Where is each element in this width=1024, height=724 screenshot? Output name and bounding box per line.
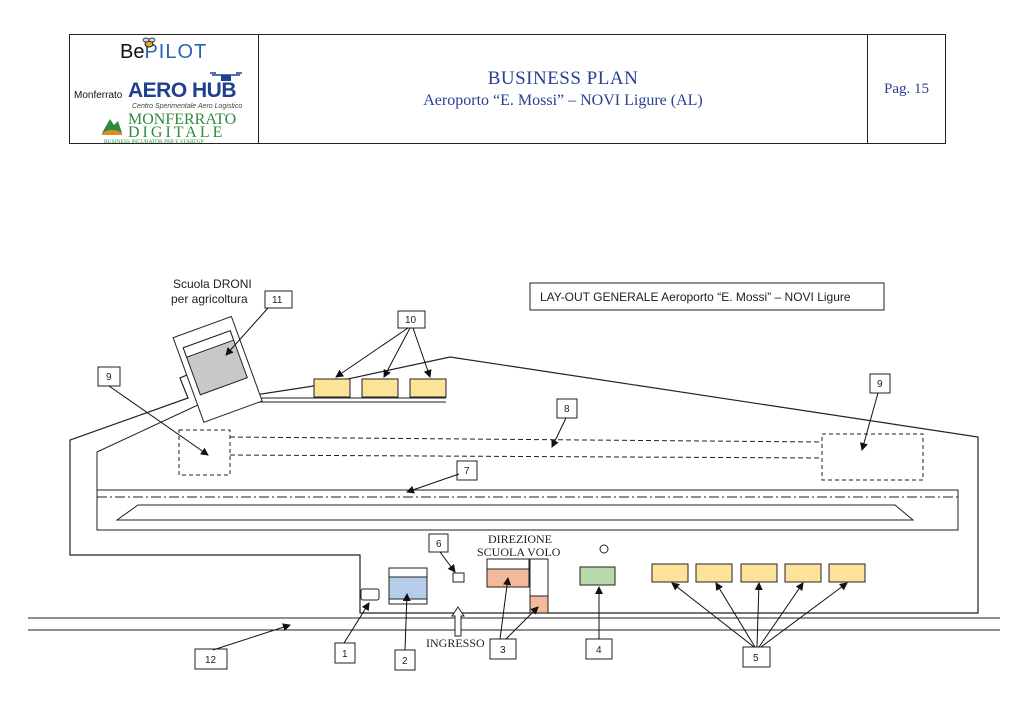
callout-5: 5 bbox=[742, 646, 771, 668]
svg-text:4: 4 bbox=[596, 645, 602, 656]
document-header: BePILOT Monferrato AERO HUB Centro Speri… bbox=[69, 34, 946, 145]
school-label-line1: Scuola DRONI bbox=[173, 277, 252, 291]
bepilot-logo-be: Be bbox=[120, 41, 145, 63]
drone-area-east bbox=[821, 433, 924, 481]
svg-text:9: 9 bbox=[106, 372, 112, 383]
monferrato-digitale-logo-b: DIGITALE bbox=[128, 124, 226, 141]
document-subtitle: Aeroporto “E. Mossi” – NOVI Ligure (AL) bbox=[423, 92, 703, 109]
building-4 bbox=[579, 566, 616, 586]
svg-text:11: 11 bbox=[272, 295, 283, 306]
hangar-10-b bbox=[361, 378, 399, 398]
svg-text:5: 5 bbox=[753, 653, 759, 664]
callout-11: 11 bbox=[264, 290, 293, 309]
centro-text: Centro Sperimentale Aero Logistico bbox=[132, 103, 243, 110]
runway bbox=[115, 504, 915, 521]
callout-3: 3 bbox=[489, 638, 517, 660]
title-block: BUSINESS PLAN Aeroporto “E. Mossi” – NOV… bbox=[259, 35, 868, 143]
hangar-5-b bbox=[695, 563, 733, 583]
monferrato-digitale-emblem-icon bbox=[102, 119, 122, 135]
drone-icon bbox=[210, 72, 242, 81]
callout-10: 10 bbox=[397, 310, 426, 329]
aerohub-logo: AERO HUB bbox=[128, 79, 237, 102]
callout-8: 8 bbox=[556, 398, 578, 419]
drone-area-west bbox=[178, 429, 231, 476]
bepilot-logo-pilot: PILOT bbox=[144, 41, 208, 63]
school-label-line2: per agricoltura bbox=[171, 292, 248, 306]
building-3-annex-fill bbox=[529, 595, 549, 614]
callout-6: 6 bbox=[428, 533, 449, 553]
callout-9-west: 9 bbox=[97, 366, 121, 387]
direzione-label-line2: SCUOLA VOLO bbox=[477, 545, 561, 559]
callout-4: 4 bbox=[585, 638, 613, 660]
drone-school-building bbox=[172, 315, 263, 423]
svg-text:7: 7 bbox=[464, 466, 470, 477]
svg-text:8: 8 bbox=[564, 404, 570, 415]
bee-icon bbox=[142, 37, 156, 48]
school-access-road bbox=[96, 403, 959, 531]
grass-runway-lower bbox=[229, 454, 823, 459]
hangar-5-d bbox=[784, 563, 822, 583]
svg-text:1: 1 bbox=[342, 649, 348, 660]
entrance-arrow bbox=[451, 606, 465, 637]
document-title: BUSINESS PLAN bbox=[487, 68, 639, 89]
callout-7: 7 bbox=[456, 460, 478, 481]
hangar-5-c bbox=[740, 563, 778, 583]
building-1 bbox=[360, 588, 380, 601]
svg-text:3: 3 bbox=[500, 645, 506, 656]
windsock-marker bbox=[599, 544, 609, 554]
hangar-10-a bbox=[313, 378, 351, 398]
svg-text:9: 9 bbox=[877, 379, 883, 390]
callout-9-east: 9 bbox=[869, 373, 891, 394]
svg-text:6: 6 bbox=[436, 539, 442, 550]
svg-text:2: 2 bbox=[402, 656, 408, 667]
building-2-fill bbox=[388, 576, 428, 600]
hangar-10-c bbox=[409, 378, 447, 398]
page-number: Pag. 15 bbox=[884, 80, 929, 97]
hangar-5-a bbox=[651, 563, 689, 583]
layout-title: LAY-OUT GENERALE Aeroporto “E. Mossi” – … bbox=[540, 290, 851, 304]
callout-12: 12 bbox=[194, 648, 228, 670]
monferrato-digitale-tagline: BUSINESS INCUBATOR PMI E STARTUP bbox=[104, 139, 204, 145]
direzione-label-line1: DIREZIONE bbox=[488, 532, 552, 546]
logo-block: BePILOT Monferrato AERO HUB Centro Speri… bbox=[70, 35, 259, 145]
bepilot-logo: BePILOT bbox=[120, 41, 207, 64]
ingresso-label: INGRESSO bbox=[426, 636, 485, 650]
building-6 bbox=[452, 572, 465, 583]
hangar-5-e bbox=[828, 563, 866, 583]
svg-text:12: 12 bbox=[205, 655, 217, 666]
monferrato-logo-text: Monferrato bbox=[74, 90, 123, 101]
callout-2: 2 bbox=[394, 649, 416, 671]
svg-text:10: 10 bbox=[405, 315, 417, 326]
grass-runway-upper bbox=[229, 436, 823, 443]
callout-1: 1 bbox=[334, 642, 356, 664]
monferrato-digitale-logo-a: MONFERRATO bbox=[128, 111, 237, 128]
leader-arrows bbox=[108, 307, 879, 651]
layout-title-box bbox=[529, 282, 885, 311]
